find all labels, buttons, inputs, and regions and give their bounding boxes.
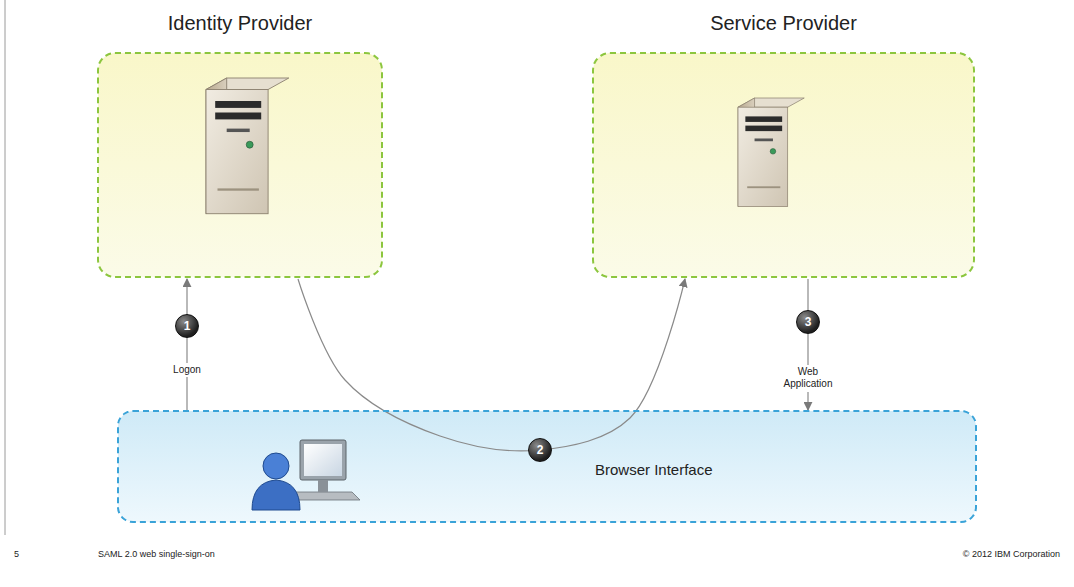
callout-number: 2 [528,438,552,462]
connectors [187,279,808,451]
footer-text: 5 [14,549,19,559]
server-icon [738,98,804,207]
band-label: Browser Interface [595,461,713,478]
box-heading: Service Provider [594,12,973,35]
connector-label: Logon [171,363,203,378]
flow-connector [298,279,685,451]
connector-label: Web Application [774,365,842,392]
box-fill [593,53,974,277]
box-fill [98,53,382,277]
footer-text: SAML 2.0 web single-sign-on [98,549,215,559]
flow-connector [186,279,187,410]
browser-band: Browser Interface [117,410,977,523]
footer-text: © 2012 IBM Corporation [963,549,1060,559]
callout-number: 3 [796,310,820,334]
box-heading: Identity Provider [99,12,381,35]
box-fills [98,53,976,522]
box-fill [118,411,976,522]
slide-edge [5,0,6,535]
server-icon [206,78,289,214]
user-icon [252,440,360,510]
callout-number: 1 [175,314,199,338]
provider-box: Identity Provider [97,52,383,278]
provider-box: Service Provider [592,52,975,278]
